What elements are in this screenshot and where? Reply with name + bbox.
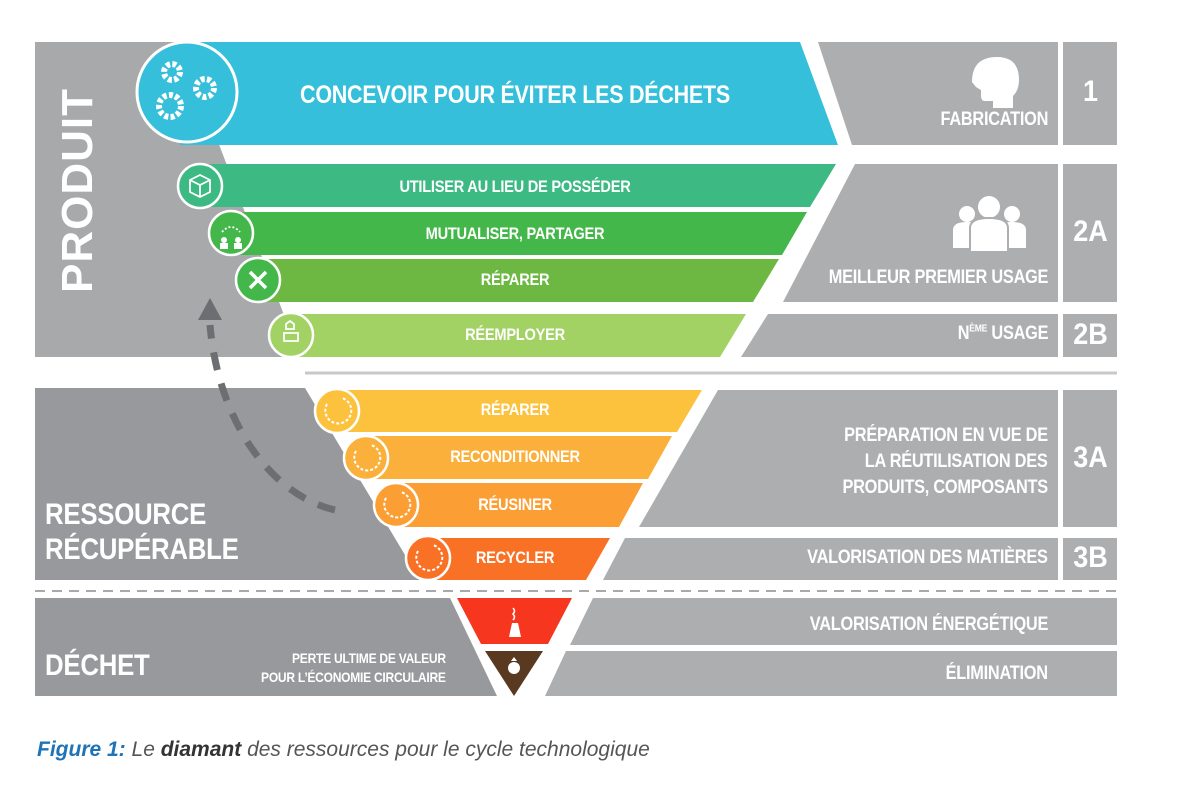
level-3b-number: 3B bbox=[1073, 541, 1108, 574]
recycle-cycle-icon bbox=[404, 534, 452, 582]
produit-label: PRODUIT bbox=[53, 88, 102, 293]
caption-pre: Le bbox=[125, 738, 161, 761]
premier-usage-label: MEILLEUR PREMIER USAGE bbox=[828, 267, 1049, 288]
recondition-cycle-icon bbox=[342, 434, 390, 482]
mutualiser-bar bbox=[232, 212, 807, 255]
sharing-icon bbox=[207, 209, 255, 257]
fabrication-label: FABRICATION bbox=[940, 109, 1048, 130]
preparation-line3: PRODUITS, COMPOSANTS bbox=[842, 477, 1049, 498]
preparation-panel bbox=[639, 390, 1058, 527]
gears-icon-glyph bbox=[156, 61, 217, 120]
recycler-label: RECYCLER bbox=[475, 548, 555, 567]
gears-icon bbox=[135, 40, 239, 144]
return-arrow-dashed bbox=[206, 324, 336, 514]
reparer-label: RÉPARER bbox=[480, 270, 550, 289]
power-plant-icon bbox=[509, 607, 521, 637]
valorisation-matieres-label: VALORISATION DES MATIÈRES bbox=[807, 547, 1049, 568]
reparer-orange-label: RÉPARER bbox=[480, 400, 550, 419]
reparer-bar bbox=[262, 259, 779, 302]
level-3a-number: 3A bbox=[1073, 441, 1108, 474]
reuse-box-icon bbox=[267, 311, 315, 359]
dechet-label: DÉCHET bbox=[45, 649, 150, 682]
trash-bag-icon bbox=[508, 657, 520, 674]
ressource-label-line1: RESSOURCE bbox=[45, 498, 207, 531]
perte-line2: POUR L’ÉCONOMIE CIRCULAIRE bbox=[261, 669, 446, 685]
perte-line1: PERTE ULTIME DE VALEUR bbox=[292, 650, 446, 666]
arrow-head-icon bbox=[198, 298, 222, 320]
nieme-sup: ÈME bbox=[969, 323, 987, 335]
concevoir-bar bbox=[180, 42, 838, 145]
reconditionner-bar bbox=[368, 436, 672, 479]
level-2a-number: 2A bbox=[1073, 215, 1108, 248]
dechet-panel bbox=[35, 598, 497, 696]
level-3b-box bbox=[1063, 538, 1117, 580]
energy-recovery-shape bbox=[457, 598, 572, 644]
caption-bold: diamant bbox=[160, 738, 242, 761]
elimination-panel bbox=[545, 651, 1117, 696]
figure-caption: Figure 1: Le diamant des ressources pour… bbox=[37, 738, 650, 762]
reusiner-label: RÉUSINER bbox=[478, 495, 552, 514]
caption-post: des ressources pour le cycle technologiq… bbox=[241, 738, 650, 761]
nieme-usage-label: NÈME USAGE bbox=[957, 323, 1048, 345]
remanufacture-cycle-icon bbox=[372, 481, 420, 529]
valorisation-matieres-panel bbox=[603, 538, 1058, 580]
level-1-box bbox=[1063, 42, 1117, 145]
ressource-label-line2: RÉCUPÉRABLE bbox=[45, 533, 239, 566]
mutualiser-label: MUTUALISER, PARTAGER bbox=[425, 224, 605, 243]
nieme-suffix: USAGE bbox=[986, 323, 1048, 344]
nieme-prefix: N bbox=[957, 323, 970, 344]
brain-head-icon bbox=[972, 57, 1019, 108]
level-2a-box bbox=[1063, 164, 1117, 302]
people-icon bbox=[953, 196, 1026, 253]
preparation-line1: PRÉPARATION EN VUE DE bbox=[844, 425, 1048, 446]
concevoir-label: CONCEVOIR POUR ÉVITER LES DÉCHETS bbox=[300, 81, 730, 109]
level-2b-number: 2B bbox=[1073, 318, 1108, 351]
figure-number: Figure 1: bbox=[37, 738, 126, 761]
reemployer-label: RÉEMPLOYER bbox=[465, 325, 565, 344]
ressource-panel bbox=[35, 388, 420, 580]
valorisation-energetique-label: VALORISATION ÉNERGÉTIQUE bbox=[809, 614, 1049, 635]
elimination-label: ÉLIMINATION bbox=[945, 663, 1048, 684]
nieme-usage-panel bbox=[741, 314, 1058, 357]
reparer-orange-bar bbox=[340, 390, 702, 432]
reusiner-bar bbox=[398, 483, 643, 527]
level-3a-box bbox=[1063, 390, 1117, 527]
utiliser-bar bbox=[205, 164, 836, 207]
reemployer-bar bbox=[295, 314, 746, 357]
recycler-bar bbox=[430, 538, 610, 580]
reconditionner-label: RECONDITIONNER bbox=[450, 447, 580, 466]
produit-panel bbox=[35, 42, 300, 357]
level-1-number: 1 bbox=[1082, 75, 1099, 108]
valorisation-energetique-panel bbox=[570, 598, 1117, 645]
utiliser-label: UTILISER AU LIEU DE POSSÉDER bbox=[399, 177, 631, 196]
repair-cycle-icon bbox=[313, 387, 361, 435]
level-2b-box bbox=[1063, 314, 1117, 357]
preparation-line2: LA RÉUTILISATION DES bbox=[865, 451, 1048, 472]
